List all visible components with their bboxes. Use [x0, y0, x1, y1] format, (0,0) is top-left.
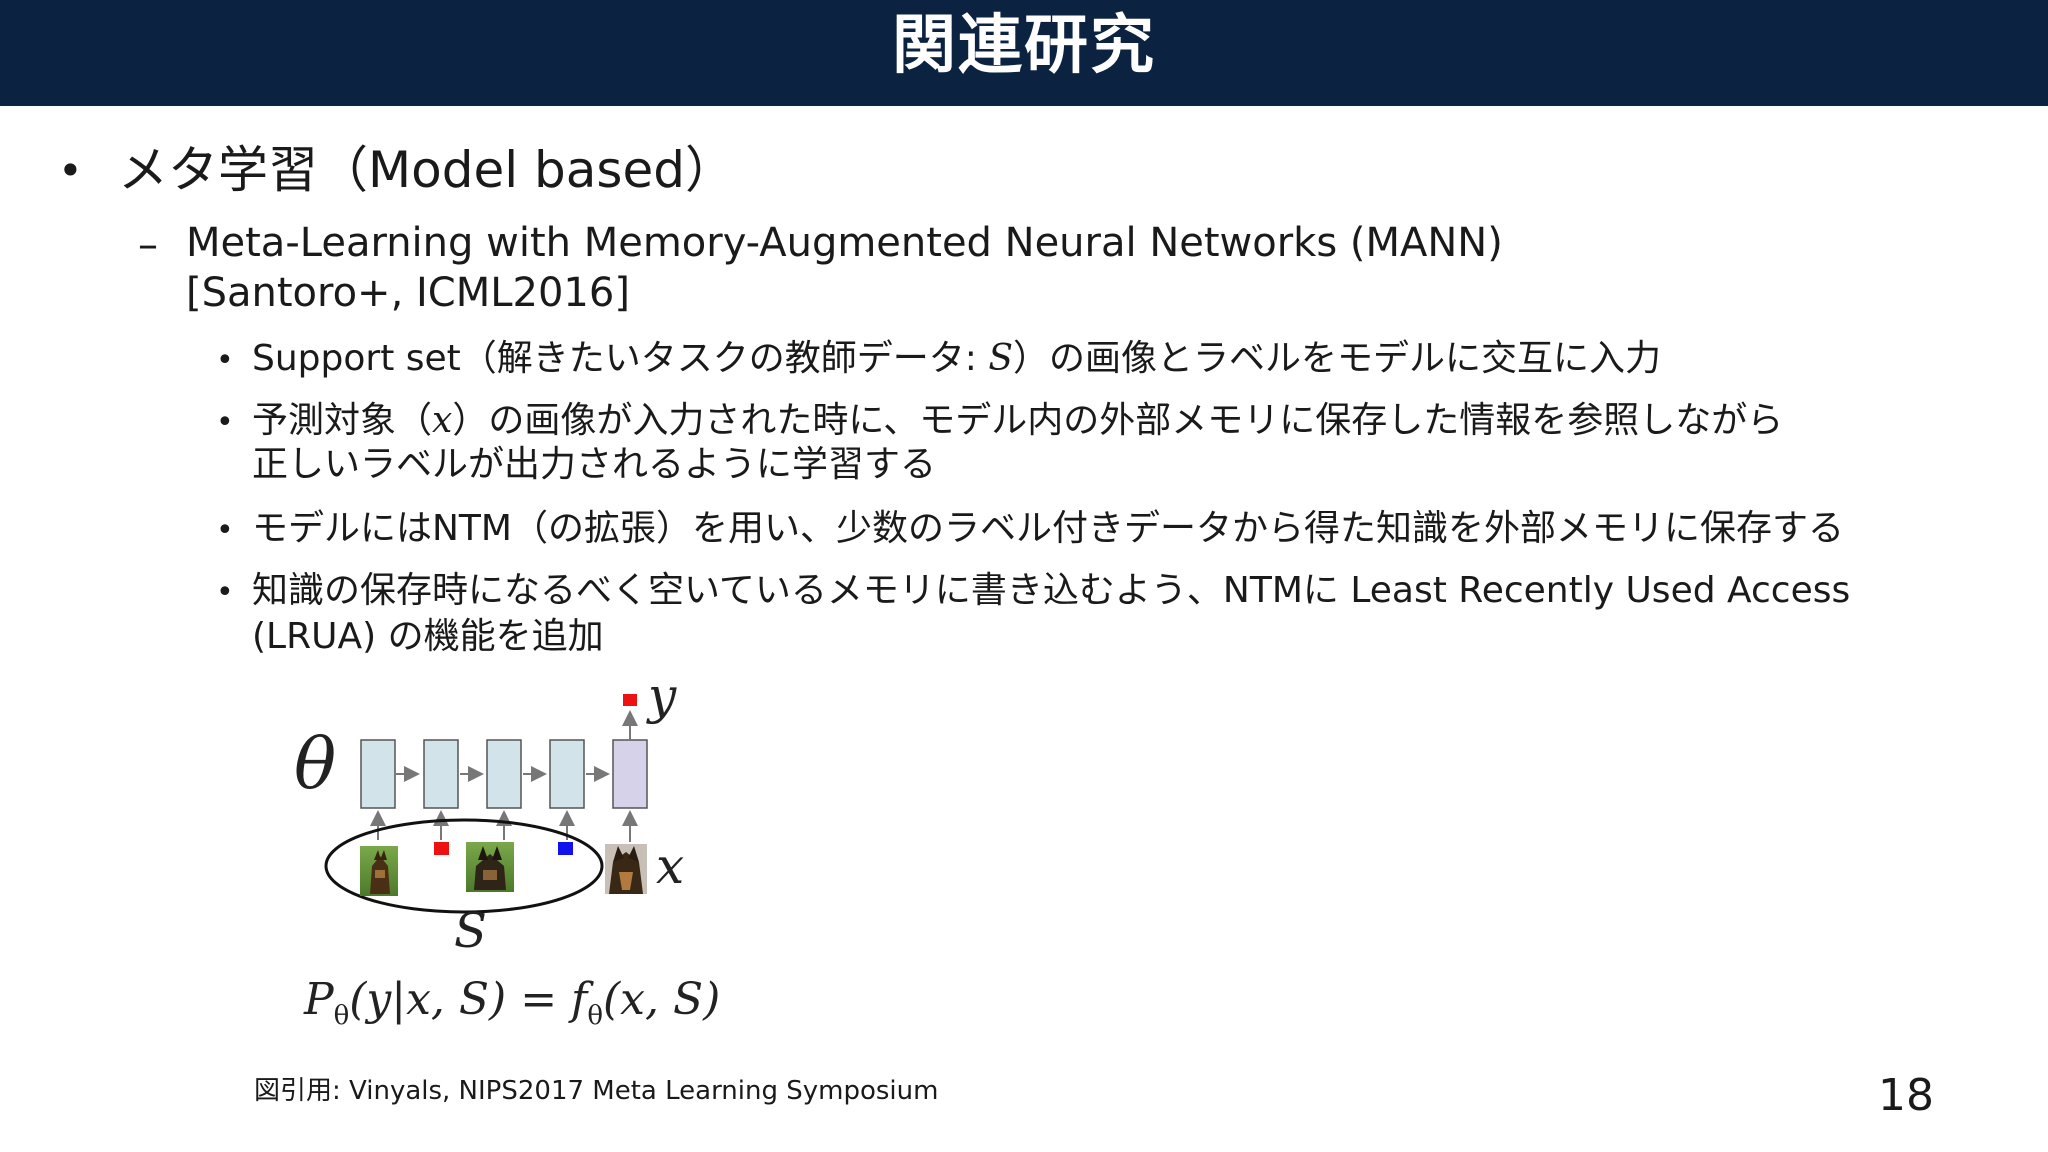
figure-citation: 図引用: Vinyals, NIPS2017 Meta Learning Sym…: [254, 1076, 939, 1106]
rnn-cell: [360, 739, 396, 809]
bullet-support-set: Support set（解きたいタスクの教師データ: S）の画像とラベルをモデル…: [252, 338, 1662, 379]
rnn-cell: [486, 739, 522, 809]
label-square-red: [623, 694, 637, 706]
probability-formula: Pθ(y|x, S) = fθ(x, S): [304, 974, 721, 1031]
output-cell: [612, 739, 648, 809]
title-bar: [0, 0, 2048, 106]
x-label: x: [656, 837, 685, 895]
bullet-dot: •: [216, 575, 234, 610]
bullet-dot: •: [216, 513, 234, 548]
page-number: 18: [1878, 1070, 1934, 1121]
paper-citation: [Santoro+, ICML2016]: [186, 270, 630, 316]
bullet-prediction: 予測対象（x）の画像が入力された時に、モデル内の外部メモリに保存した情報を参照し…: [252, 400, 1784, 441]
paper-title: Meta-Learning with Memory-Augmented Neur…: [186, 220, 1503, 266]
sub-bullet-dash: –: [138, 222, 158, 268]
bullet-meta-learning: メタ学習（Model based）: [118, 141, 735, 199]
bullet-dot: •: [58, 146, 83, 195]
dog-image: [360, 846, 398, 896]
label-square-blue: [558, 842, 573, 855]
rnn-cell: [423, 739, 459, 809]
bullet-lrua-cont: (LRUA) の機能を追加: [252, 616, 604, 657]
support-set-ellipse: [324, 818, 604, 914]
dog-image: [466, 842, 514, 892]
bullet-prediction-cont: 正しいラベルが出力されるように学習する: [252, 444, 937, 485]
bullet-dot: •: [216, 405, 234, 440]
bullet-ntm: モデルにはNTM（の拡張）を用い、少数のラベル付きデータから得た知識を外部メモリ…: [252, 508, 1844, 549]
bullet-dot: •: [216, 343, 234, 378]
label-square-red: [434, 842, 449, 855]
rnn-cell: [549, 739, 585, 809]
slide-title: 関連研究: [892, 9, 1156, 83]
y-label: y: [648, 667, 677, 725]
theta-label: θ: [294, 723, 337, 805]
bullet-lrua: 知識の保存時になるべく空いているメモリに書き込むよう、NTMに Least Re…: [252, 570, 1851, 611]
mann-diagram: [324, 694, 648, 914]
support-set-label: S: [454, 903, 487, 959]
query-dog-image: [605, 844, 647, 894]
